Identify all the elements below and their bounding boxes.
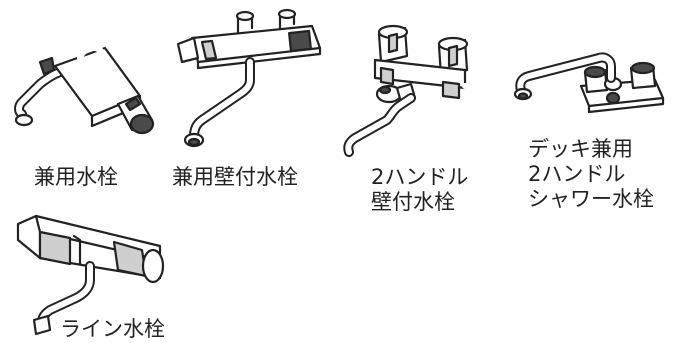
caption-line: デッキ兼用: [528, 137, 633, 161]
caption-kenyou-kabetsuke: 兼用壁付水栓: [172, 165, 298, 190]
caption-deck-shower: デッキ兼用 2ハンドル シャワー水栓: [528, 137, 654, 212]
faucet-illustration-kenyou: [0, 40, 165, 150]
caption-two-handle-wall: 2ハンドル 壁付水栓: [371, 165, 468, 215]
caption-line: 壁付水栓: [371, 190, 455, 214]
caption-line: 2ハンドル: [371, 165, 469, 189]
caption-line: シャワー水栓: [528, 187, 654, 211]
caption-line: ライン水栓: [60, 317, 165, 342]
caption-line: 兼用水栓: [34, 165, 118, 189]
faucet-illustration-line: [10, 210, 170, 338]
caption-line: 2ハンドル: [528, 162, 626, 186]
caption-line: 兼用壁付水栓: [172, 165, 298, 189]
faucet-illustration-two-handle-wall: [335, 12, 495, 157]
faucet-illustration-kenyou-kabetsuke: [172, 8, 332, 153]
faucet-illustration-deck-shower: [505, 6, 680, 126]
caption-kenyou: 兼用水栓: [34, 165, 118, 190]
caption-line-text: ライン水栓: [60, 317, 165, 341]
